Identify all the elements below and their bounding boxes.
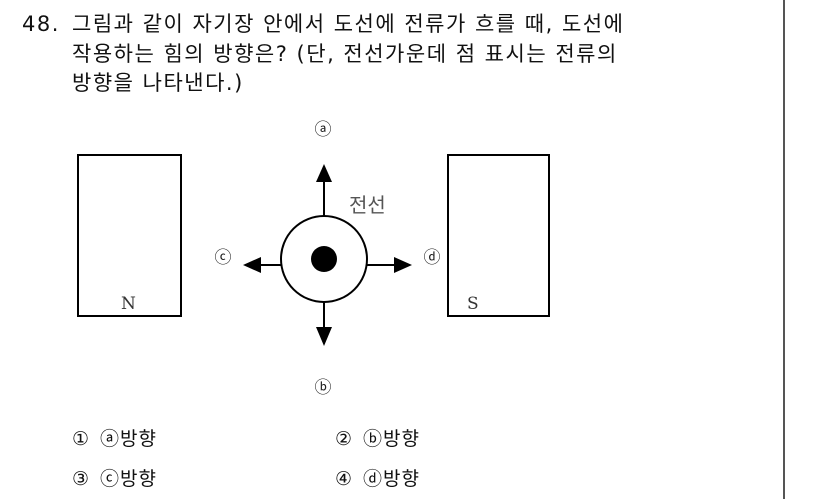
- south-label: S: [467, 294, 479, 314]
- option-2-label: ⓑ방향: [363, 428, 421, 450]
- option-2-number: ②: [335, 428, 354, 450]
- arrow-down-icon: [316, 302, 332, 346]
- arrow-right-icon: [367, 257, 412, 273]
- north-label: N: [121, 294, 136, 314]
- south-magnet: S: [447, 154, 550, 317]
- label-c: ⓒ: [215, 248, 232, 268]
- question-line-3: 방향을 나타낸다.): [72, 71, 244, 95]
- label-a: ⓐ: [315, 120, 332, 140]
- option-4[interactable]: ④ ⓓ방향: [335, 464, 420, 491]
- north-magnet: N: [77, 154, 182, 317]
- option-1-number: ①: [72, 428, 91, 450]
- option-3-number: ③: [72, 468, 91, 490]
- option-2[interactable]: ② ⓑ방향: [335, 424, 420, 451]
- option-4-label: ⓓ방향: [363, 468, 421, 490]
- label-d: ⓓ: [424, 248, 441, 268]
- option-1[interactable]: ① ⓐ방향: [72, 424, 157, 451]
- wire-label: 전선: [349, 193, 386, 217]
- question-number: 48.: [22, 12, 60, 36]
- arrow-left-icon: [243, 257, 281, 273]
- option-4-number: ④: [335, 468, 354, 490]
- label-b: ⓑ: [315, 378, 332, 398]
- column-divider: [783, 0, 785, 499]
- question-line-2: 작용하는 힘의 방향은? (단, 전선가운데 점 표시는 전류의: [72, 41, 618, 66]
- arrow-up-icon: [316, 164, 332, 216]
- option-3-label: ⓒ방향: [100, 468, 158, 490]
- current-dot-icon: [311, 246, 337, 272]
- wire-cross-section: [280, 215, 368, 303]
- option-3[interactable]: ③ ⓒ방향: [72, 464, 157, 491]
- option-1-label: ⓐ방향: [100, 428, 158, 450]
- question-line-1: 그림과 같이 자기장 안에서 도선에 전류가 흐를 때, 도선에: [72, 12, 625, 36]
